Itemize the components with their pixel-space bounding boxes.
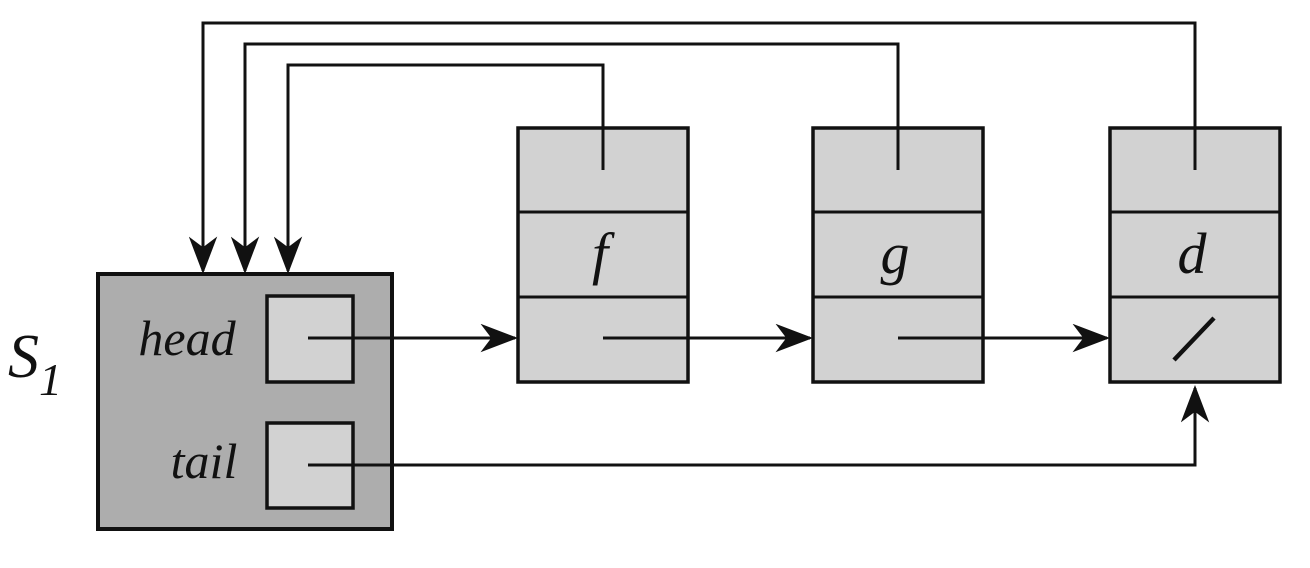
tail-to-d-arrow xyxy=(308,385,1210,467)
node-g-label: g xyxy=(881,221,910,286)
node-g-box xyxy=(811,126,985,384)
node-cell-dividers xyxy=(518,210,1280,299)
g-backpointer-arrow xyxy=(230,42,900,274)
f-backpointer-arrow xyxy=(273,63,605,274)
s1-label: S1 xyxy=(8,323,62,405)
node-d-label: d xyxy=(1178,221,1208,286)
tail-label: tail xyxy=(171,433,238,489)
null-slash-icon xyxy=(1172,316,1216,362)
node-f-box xyxy=(516,126,690,384)
d-backpointer-arrow xyxy=(188,21,1197,274)
pointer-wires xyxy=(188,21,1216,467)
s1-label-subscript: 1 xyxy=(39,354,62,405)
head-label: head xyxy=(138,310,236,366)
s1-label-base: S xyxy=(8,323,39,391)
